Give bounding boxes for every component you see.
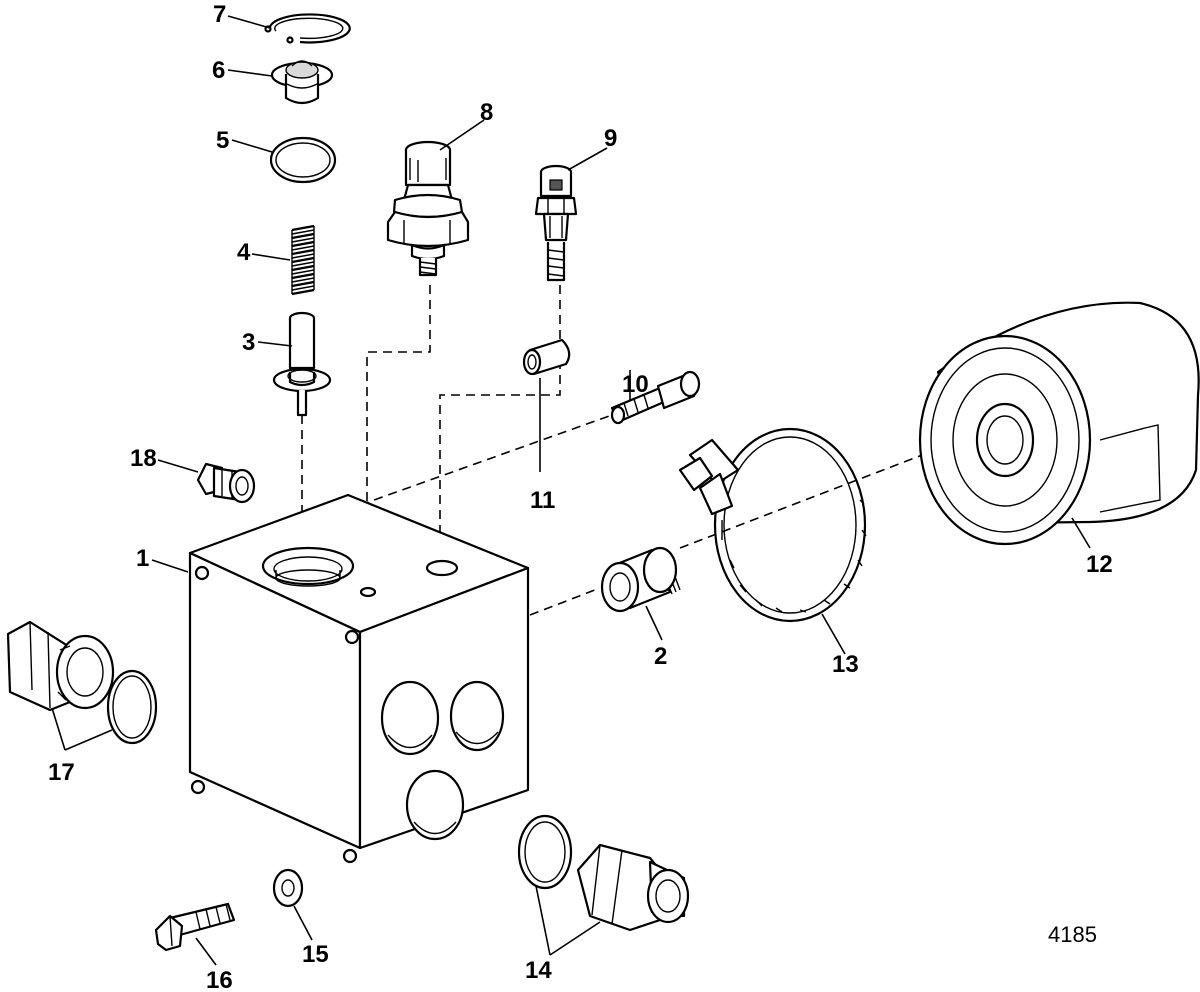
valve-plunger: [272, 311, 332, 417]
callout-labels: 7 6 5 4 3 8 9 10 11 18 1 2 13 12 17 14 1…: [48, 1, 1113, 992]
assembly-lines: [301, 285, 931, 616]
bolt: [154, 902, 236, 952]
callout-16: 16: [206, 967, 233, 992]
pressure-sender: [386, 140, 470, 277]
figure-number: 4185: [1048, 922, 1097, 947]
callout-1: 1: [136, 545, 149, 572]
temperature-sender: [534, 164, 578, 282]
o-ring-17: [106, 669, 158, 745]
callout-9: 9: [604, 125, 617, 152]
screw: [610, 370, 701, 425]
callout-15: 15: [302, 941, 329, 968]
sleeve: [522, 338, 571, 376]
fitting-17: [6, 620, 115, 712]
callout-5: 5: [216, 127, 229, 154]
callout-7: 7: [213, 1, 226, 28]
callout-13: 13: [832, 651, 859, 678]
callout-3: 3: [242, 329, 255, 356]
callout-10: 10: [622, 371, 649, 398]
callout-4: 4: [237, 239, 251, 266]
spring: [291, 224, 315, 296]
callout-12: 12: [1086, 551, 1113, 578]
main-block: [188, 493, 530, 864]
callout-14: 14: [525, 957, 552, 984]
fitting-14: [576, 843, 690, 932]
fitting-18: [196, 462, 256, 504]
o-ring-14: [517, 814, 573, 890]
callout-6: 6: [212, 57, 225, 84]
hose-clamp: [678, 427, 867, 623]
leader-lines: [51, 15, 1091, 966]
valve-cap: [270, 60, 334, 105]
callout-8: 8: [480, 99, 493, 126]
callout-18: 18: [130, 445, 157, 472]
callout-11: 11: [530, 487, 555, 514]
retaining-ring: [264, 13, 351, 44]
callout-17: 17: [48, 759, 75, 786]
filter-cartridge: [918, 301, 1200, 546]
o-ring-5: [269, 136, 337, 184]
callout-2: 2: [654, 643, 667, 670]
adapter: [600, 546, 681, 613]
washer: [272, 868, 304, 908]
